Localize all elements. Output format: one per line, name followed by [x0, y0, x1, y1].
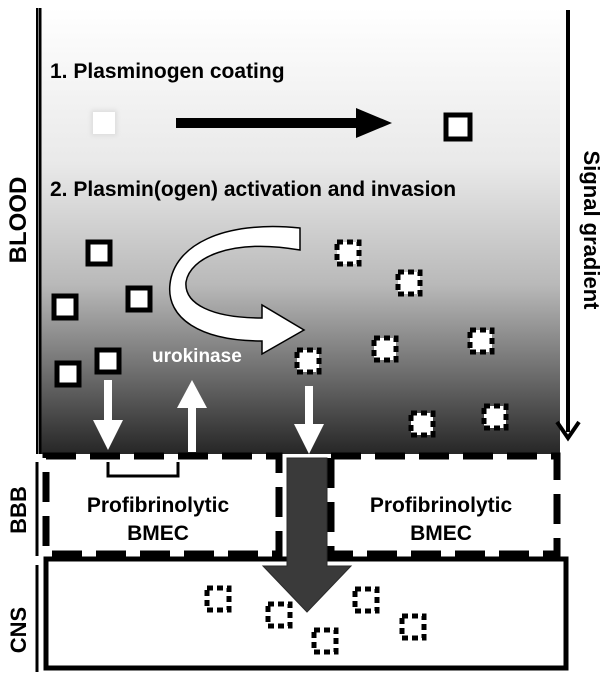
activated-particle-icon	[467, 327, 495, 355]
up-arrow-icon	[177, 380, 207, 452]
coating-arrow-head	[356, 108, 392, 138]
bmec-cell-left: Profibrinolytic BMEC	[42, 452, 283, 558]
curved-arrow-icon	[169, 225, 306, 356]
coated-particle-icon	[94, 347, 122, 375]
step-1-label: 1. Plasminogen coating	[50, 60, 285, 83]
activated-particle-icon	[352, 586, 380, 614]
plasminogen-particle-icon	[93, 112, 115, 134]
signal-gradient-label: Signal gradient	[579, 151, 604, 311]
step-2-label: 2. Plasmin(ogen) activation and invasion	[50, 178, 456, 201]
activated-particle-icon	[204, 585, 232, 613]
activated-particle-icon	[408, 410, 436, 438]
coated-particle-icon	[54, 360, 82, 388]
bbb-label: BBB	[6, 486, 31, 534]
activated-particle-icon	[294, 347, 322, 375]
activated-particle-icon	[311, 627, 339, 655]
receptor-bracket	[106, 462, 180, 478]
invasion-down-arrow-icon	[294, 386, 324, 454]
activated-particles-blood	[294, 239, 509, 438]
coated-particle-icon	[85, 239, 113, 267]
coated-particles	[51, 239, 153, 388]
transmigration-arrow-icon	[261, 457, 353, 613]
activated-particles-cns	[204, 585, 427, 655]
activated-particle-icon	[399, 613, 427, 641]
blood-side-label: BLOOD	[5, 177, 32, 264]
coated-particle-icon	[51, 293, 79, 321]
bmec-right-line1: Profibrinolytic	[370, 494, 513, 517]
signal-gradient-arrow-head	[555, 420, 581, 442]
cns-label: CNS	[6, 607, 31, 653]
activated-particle-icon	[265, 601, 293, 629]
bmec-left-line2: BMEC	[127, 522, 189, 545]
down-arrow-icon	[93, 380, 123, 450]
coated-particle-icon	[125, 285, 153, 313]
bmec-cell-right: Profibrinolytic BMEC	[327, 452, 561, 558]
activated-particle-icon	[481, 403, 509, 431]
activated-particle-icon	[371, 335, 399, 363]
blood-label: BLOOD	[5, 177, 32, 264]
bmec-left-line1: Profibrinolytic	[87, 494, 230, 517]
activated-particle-icon	[334, 239, 362, 267]
coated-particle-icon	[443, 112, 473, 142]
activated-particle-icon	[395, 269, 423, 297]
bmec-right-line2: BMEC	[410, 522, 472, 545]
urokinase-label: urokinase	[152, 346, 242, 367]
